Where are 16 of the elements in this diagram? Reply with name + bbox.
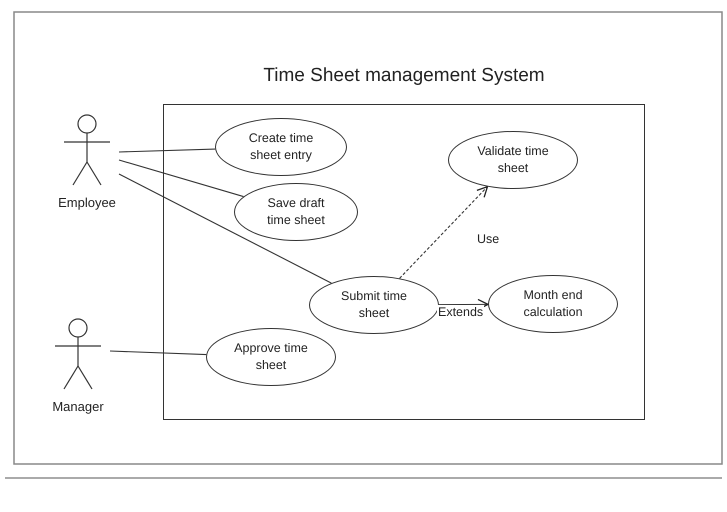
dashed-arrow (399, 186, 488, 279)
use-case-label: Month end calculation (522, 287, 584, 321)
use-case-label: Submit time sheet (340, 288, 408, 322)
edge-label: Use (476, 232, 500, 246)
association-line (118, 159, 244, 198)
edge-label: Extends (437, 305, 484, 319)
use-case-label: Approve time sheet (233, 340, 309, 374)
use-case-label: Validate time sheet (476, 143, 550, 177)
association-line (110, 350, 206, 356)
system-title: Time Sheet management System (262, 65, 546, 87)
association-line (118, 174, 332, 284)
use-case-label: Save draft time sheet (266, 195, 326, 229)
actor-name: Manager (51, 399, 105, 414)
association-line (118, 148, 216, 153)
use-case-label: Create time sheet entry (248, 130, 314, 164)
actor-name: Employee (57, 195, 117, 210)
